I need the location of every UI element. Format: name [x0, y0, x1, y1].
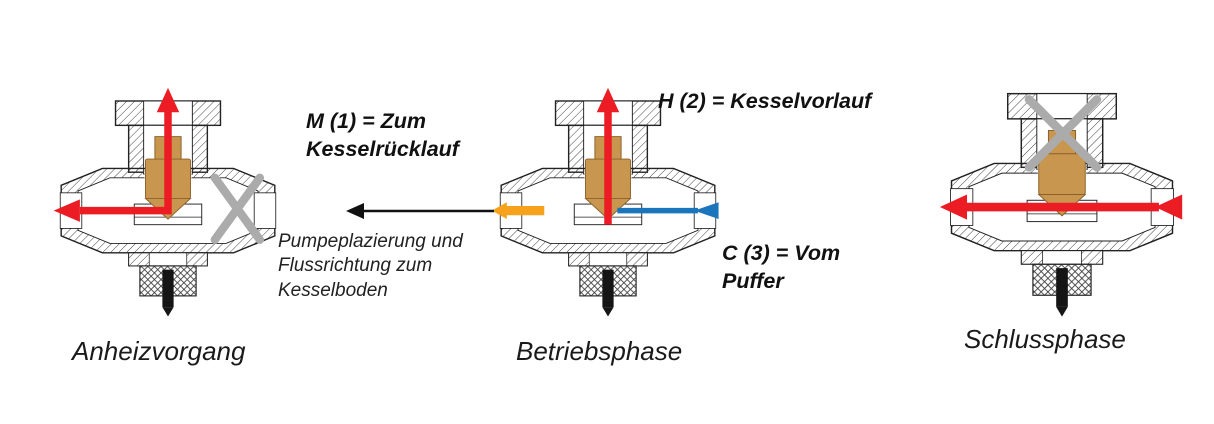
arrowhead-right-entry [1155, 194, 1183, 220]
hot-flow-arrow [53, 87, 180, 222]
pump-note-line3: Kesselboden [278, 279, 388, 301]
x-stroke-2 [210, 173, 265, 244]
label-c-port: C (3) = Vom Puffer [722, 240, 840, 296]
buffer-flow-arrow [617, 202, 719, 220]
label-h-line1: H (2) = Kesselvorlauf [658, 89, 872, 113]
label-m-line2: Kesselrücklauf [306, 136, 459, 161]
pump-placement-note: Pumpeplazierung und Flussrichtung zum Ke… [278, 230, 463, 303]
valve-illustration-schlussphase [939, 78, 1183, 340]
label-m-port: M (1) = Zum Kesselrücklauf [306, 108, 459, 164]
hot-flow-arrow [939, 194, 1183, 220]
arrowhead-mixed-left [491, 202, 507, 220]
label-c-line1: C (3) = Vom [722, 241, 841, 265]
hot-flow-arrow [596, 87, 620, 225]
arrowhead-up [596, 87, 620, 113]
label-c-line2: Puffer [722, 268, 784, 293]
label-m-line1: M (1) = Zum [306, 109, 427, 133]
closed-port-x-mark [1024, 95, 1102, 172]
arrowhead-left [939, 194, 968, 220]
arrowhead-buffer-left [694, 202, 719, 220]
pump-direction-arrow [346, 203, 494, 219]
arrowhead-left [53, 199, 80, 222]
arrowhead-left [346, 203, 364, 219]
caption-betriebsphase: Betriebsphase [516, 336, 683, 366]
closed-port-x-mark [210, 173, 265, 244]
caption-anheizvorgang: Anheizvorgang [72, 336, 246, 366]
arrowhead-up [156, 87, 180, 113]
pump-note-line2: Flussrichtung zum [278, 255, 433, 277]
valve-illustration-anheizvorgang [53, 87, 290, 339]
pump-note-line1: Pumpeplazierung und [278, 231, 463, 252]
x-stroke-2 [1024, 95, 1102, 172]
caption-schlussphase: Schlussphase [964, 324, 1126, 354]
hot-flow-path [79, 110, 172, 215]
label-h-port: H (2) = Kesselvorlauf [658, 88, 871, 116]
valve-illustration-betriebsphase [491, 87, 719, 339]
mixed-flow-arrow [491, 202, 545, 220]
